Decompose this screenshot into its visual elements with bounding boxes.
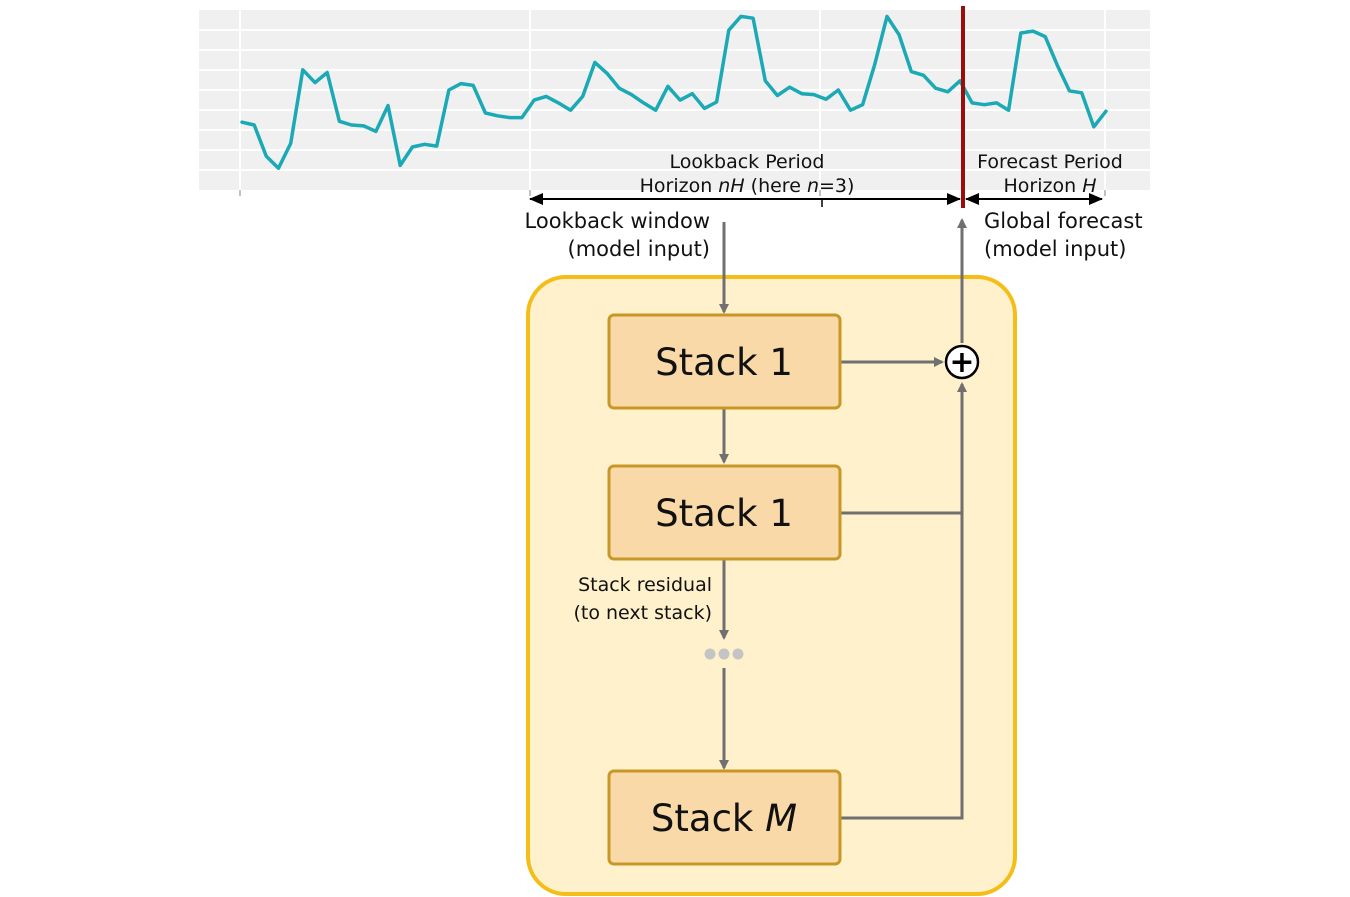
stack-residual-label: Stack residual: [578, 574, 712, 596]
stack-2-label: Stack 1: [655, 492, 793, 535]
sum-node-icon: +: [944, 344, 980, 380]
stack-m-box: [607, 769, 842, 866]
forecast-period-label: Forecast Period: [977, 151, 1123, 173]
lookback-window-label: Lookback window: [525, 209, 710, 233]
chart-gridlines: [199, 10, 1150, 190]
stack-2-box: [607, 464, 842, 561]
sum-symbol: +: [949, 345, 974, 380]
chart-background: [199, 10, 1150, 190]
stack-m-block: Stack M: [607, 769, 842, 866]
global-forecast-sublabel: (model input): [984, 237, 1126, 261]
lookback-period-label: Lookback Period: [670, 151, 825, 173]
forecast-horizon-label: Horizon H: [1004, 175, 1097, 197]
stack-residual-sublabel: (to next stack): [573, 602, 712, 624]
model-container: [526, 275, 1017, 896]
lookback-window-sublabel: (model input): [568, 237, 710, 261]
connectors: [719, 218, 967, 820]
stack-1-label: Stack 1: [655, 341, 793, 384]
stack-2-block: Stack 1: [607, 464, 842, 561]
lookback-horizon-label: Horizon nH (here n=3): [640, 175, 855, 197]
stack-1-box: [607, 313, 842, 410]
stack-1-block: Stack 1: [607, 313, 842, 410]
time-series-chart: [199, 10, 1150, 196]
stack-m-label: Stack M: [651, 797, 797, 840]
global-forecast-label: Global forecast: [984, 209, 1143, 233]
ellipsis-dots-icon: [704, 648, 744, 660]
stackm-to-sum-path: [841, 382, 967, 820]
